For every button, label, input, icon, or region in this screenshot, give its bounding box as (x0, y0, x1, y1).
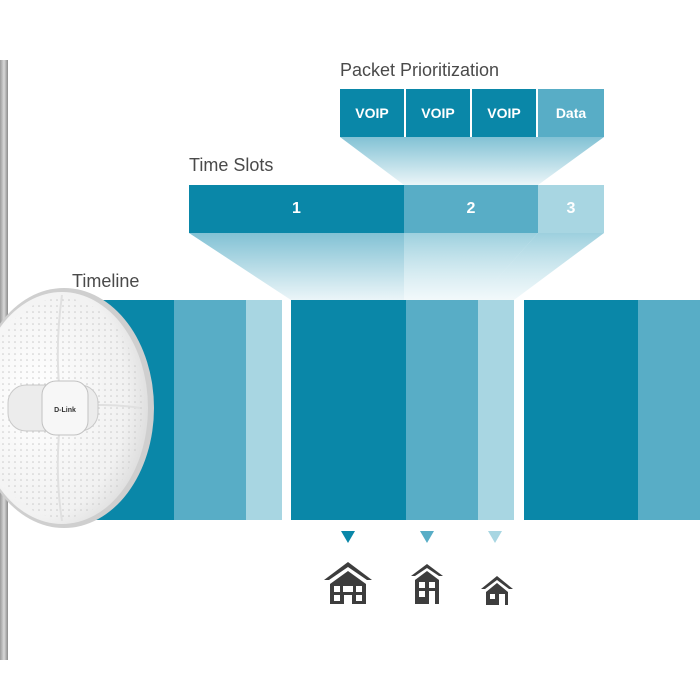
small-house-icon (481, 576, 513, 605)
slot1-to-timeline-funnel (189, 233, 404, 300)
packet-to-slot-funnel (340, 137, 604, 185)
time-slot-1: 1 (189, 185, 404, 233)
time-slots-label: Time Slots (189, 155, 274, 175)
packet-data: Data (538, 89, 604, 137)
timeline-frame-1-medium (174, 300, 246, 520)
device-logo: D-Link (54, 407, 76, 414)
packet-prioritization-label: Packet Prioritization (340, 60, 500, 80)
slot3-to-timeline-funnel (478, 233, 604, 300)
packet-voip-3: VOIP (472, 89, 536, 137)
timeline-frame-2-light (478, 300, 514, 520)
pointer-medium-triangle (420, 531, 434, 543)
antenna-dish: D-Link (0, 288, 154, 528)
pointer-dark-triangle (341, 531, 355, 543)
time-slot-2: 2 (404, 185, 538, 233)
timeline-frame-3-medium (638, 300, 700, 520)
time-slot-3: 3 (538, 185, 604, 233)
pointer-light-triangle (488, 531, 502, 543)
large-house-icon (324, 562, 372, 604)
timeline-label: Timeline (72, 271, 140, 291)
timeline-frame-2-dark (291, 300, 406, 520)
timeline-frame-2-medium (406, 300, 478, 520)
slot2-to-timeline-funnel (404, 233, 538, 300)
packet-voip-1: VOIP (340, 89, 404, 137)
packet-voip-2: VOIP (406, 89, 470, 137)
medium-house-icon (411, 564, 443, 604)
timeline-frame-1-light (246, 300, 282, 520)
timeline-frame-3-dark (524, 300, 638, 520)
